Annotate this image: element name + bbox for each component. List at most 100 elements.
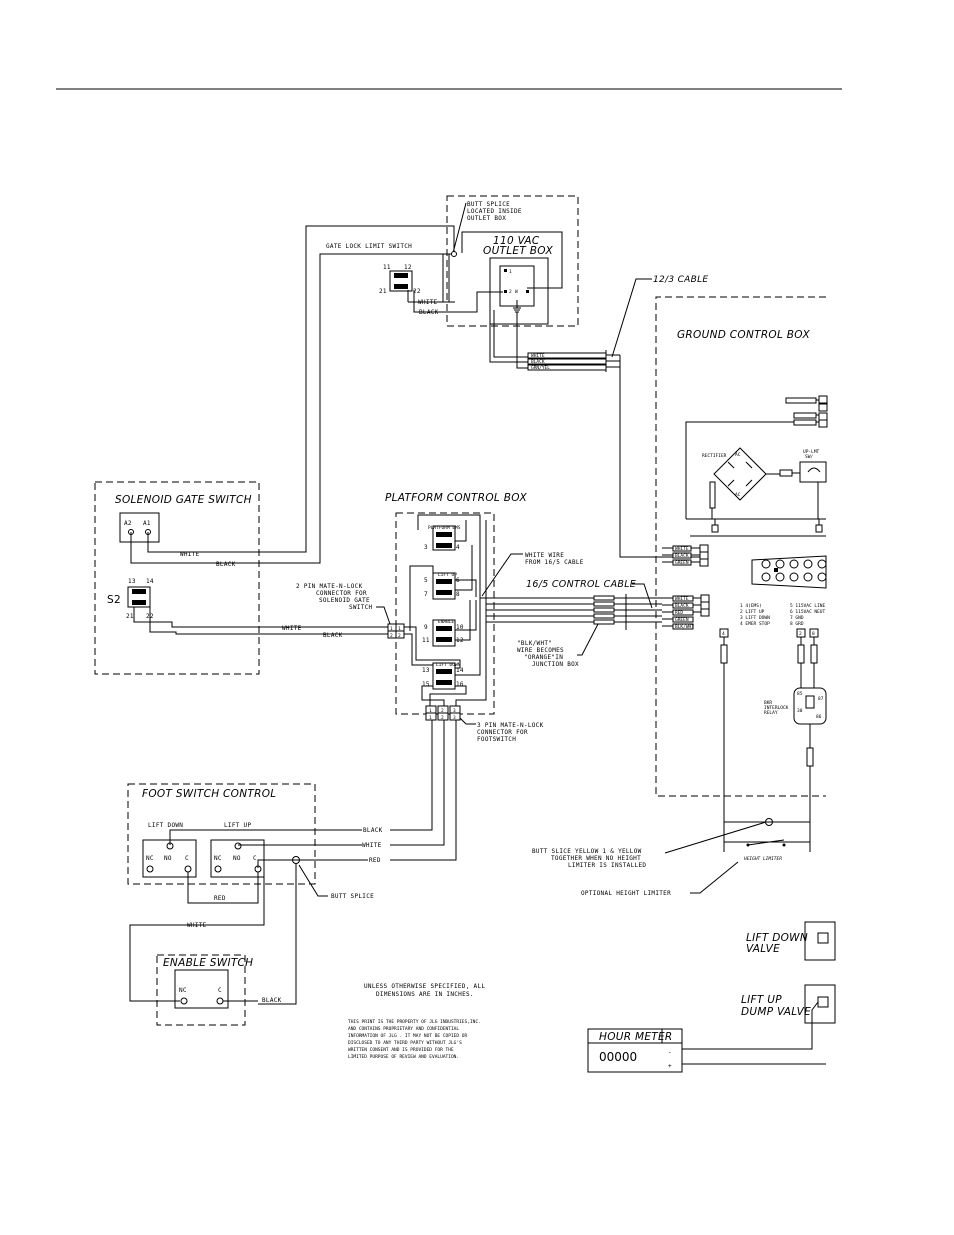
svg-text:21: 21 bbox=[379, 288, 387, 295]
ground-control-box: GROUND CONTROL BOX RECTIFIER AC AC UP-LM… bbox=[655, 296, 828, 822]
height-limiter: HEIGHT LIMITER bbox=[723, 818, 811, 862]
svg-text:GREEN: GREEN bbox=[675, 560, 689, 566]
svg-text:7 GND: 7 GND bbox=[790, 615, 804, 621]
svg-text:BLK/WHT: BLK/WHT bbox=[675, 624, 694, 630]
svg-text:WHITE: WHITE bbox=[675, 596, 689, 602]
hour-meter-title: HOUR METER bbox=[599, 1031, 673, 1043]
butt-slice-note: BUTT SLICE YELLOW 1 & YELLOW TOGETHER WH… bbox=[532, 821, 767, 869]
outlet-box: 110 VAC OUTLET BOX 1 2 W BUTT SPLICE LOC… bbox=[446, 195, 579, 327]
svg-text:WRITTEN CONSENT AND IS PROVIDE: WRITTEN CONSENT AND IS PROVIDED FOR THE bbox=[348, 1047, 454, 1053]
svg-text:DUMP VALVE: DUMP VALVE bbox=[741, 1006, 811, 1018]
svg-text:1: 1 bbox=[429, 715, 432, 721]
svg-text:CONNECTOR FOR: CONNECTOR FOR bbox=[477, 729, 528, 736]
svg-text:1 4(EMS): 1 4(EMS) bbox=[740, 603, 762, 609]
s2-black-label: BLACK bbox=[323, 632, 343, 639]
svg-text:5: 5 bbox=[424, 577, 428, 584]
mate-n-lock-2pin: 1 1 2 2 2 PIN MATE-N-LOCK CONNECTOR FOR … bbox=[296, 583, 405, 639]
svg-text:4: 4 bbox=[456, 544, 460, 551]
gate-lock-label: GATE LOCK LIMIT SWITCH bbox=[326, 243, 412, 250]
blk-wht-note: "BLK/WHT" WIRE BECOMES "ORANGE"IN JUNCTI… bbox=[517, 623, 599, 668]
svg-text:8: 8 bbox=[812, 631, 815, 637]
svg-text:C: C bbox=[253, 855, 257, 862]
svg-text:AC: AC bbox=[735, 452, 741, 458]
svg-text:8: 8 bbox=[456, 591, 460, 598]
svg-text:BUTT SPLICE: BUTT SPLICE bbox=[467, 201, 510, 208]
ground-control-title: GROUND CONTROL BOX bbox=[677, 329, 811, 341]
svg-text:CONNECTOR FOR: CONNECTOR FOR bbox=[316, 590, 367, 597]
gate-lock-limit-switch: 11 12 21 22 bbox=[379, 264, 421, 295]
svg-text:AND CONTAINS PROPRIETARY AND C: AND CONTAINS PROPRIETARY AND CONFIDENTIA… bbox=[348, 1026, 459, 1032]
svg-text:1: 1 bbox=[429, 708, 432, 714]
svg-text:-: - bbox=[668, 1049, 672, 1056]
dimensions-note: UNLESS OTHERWISE SPECIFIED, ALL DIMENSIO… bbox=[364, 983, 485, 998]
svg-text:C: C bbox=[218, 987, 222, 994]
svg-text:GREEN: GREEN bbox=[675, 617, 689, 623]
svg-text:SOLENOID GATE: SOLENOID GATE bbox=[319, 597, 370, 604]
svg-text:87: 87 bbox=[818, 696, 824, 702]
svg-text:AC: AC bbox=[735, 492, 741, 498]
svg-text:LIFT DOWN: LIFT DOWN bbox=[436, 662, 461, 668]
svg-text:UP-LMT: UP-LMT bbox=[803, 449, 820, 455]
solenoid-gate-title: SOLENOID GATE SWITCH bbox=[115, 494, 252, 506]
svg-text:SW/: SW/ bbox=[805, 454, 813, 460]
svg-text:BLACK: BLACK bbox=[675, 553, 689, 559]
svg-text:LOCATED INSIDE: LOCATED INSIDE bbox=[467, 208, 522, 215]
foot-switch-control: FOOT SWITCH CONTROL LIFT DOWN LIFT UP NC… bbox=[127, 783, 316, 885]
svg-text:2: 2 bbox=[390, 633, 393, 639]
twelve-three-cable-label: 12/3 CABLE bbox=[653, 275, 708, 285]
svg-text:21: 21 bbox=[126, 613, 134, 620]
svg-text:"BLK/WHT": "BLK/WHT" bbox=[517, 640, 552, 647]
svg-text:7: 7 bbox=[424, 591, 428, 598]
optional-height-limiter: OPTIONAL HEIGHT LIMITER bbox=[581, 861, 739, 897]
svg-text:TOGETHER WHEN NO HEIGHT: TOGETHER WHEN NO HEIGHT bbox=[551, 855, 641, 862]
svg-text:2 LIFT UP: 2 LIFT UP bbox=[740, 609, 765, 615]
terminal-legend: 1 4(EMS) 2 LIFT UP 3 LIFT DOWN 4 EMER ST… bbox=[740, 603, 826, 627]
white-wire-note: WHITE WIRE FROM 16/5 CABLE bbox=[481, 552, 583, 597]
svg-text:2: 2 bbox=[799, 631, 802, 637]
svg-text:2: 2 bbox=[509, 289, 512, 295]
enable-switch: ENABLE SWITCH NC C bbox=[156, 954, 253, 1026]
svg-text:2: 2 bbox=[398, 633, 401, 639]
svg-text:OUTLET BOX: OUTLET BOX bbox=[467, 215, 506, 222]
svg-text:85: 85 bbox=[797, 691, 803, 697]
svg-text:13: 13 bbox=[422, 667, 430, 674]
svg-text:3: 3 bbox=[453, 715, 456, 721]
foot-black-label: BLACK bbox=[363, 827, 383, 834]
svg-text:LIFT DOWN: LIFT DOWN bbox=[746, 932, 808, 944]
svg-text:NC: NC bbox=[146, 855, 154, 862]
property-note: THIS PRINT IS THE PROPERTY OF JLG INDUST… bbox=[348, 1019, 481, 1060]
svg-text:14: 14 bbox=[146, 578, 154, 585]
control-cable-label: 16/5 CONTROL CABLE bbox=[526, 579, 636, 590]
svg-text:3 PIN MATE-N-LOCK: 3 PIN MATE-N-LOCK bbox=[477, 722, 544, 729]
butt-splice-label: BUTT SPLICE bbox=[331, 893, 374, 900]
svg-text:11: 11 bbox=[422, 637, 430, 644]
svg-text:3 LIFT DOWN: 3 LIFT DOWN bbox=[740, 615, 770, 621]
svg-text:WHITE: WHITE bbox=[531, 353, 545, 359]
svg-text:4: 4 bbox=[722, 631, 725, 637]
svg-text:BLACK: BLACK bbox=[531, 359, 545, 365]
svg-text:SWITCH: SWITCH bbox=[349, 604, 373, 611]
svg-text:INTERLOCK: INTERLOCK bbox=[764, 705, 789, 711]
svg-text:6 115VAC NEUT: 6 115VAC NEUT bbox=[790, 609, 826, 615]
svg-text:2: 2 bbox=[441, 708, 444, 714]
svg-text:NO: NO bbox=[164, 855, 172, 862]
svg-text:15: 15 bbox=[422, 681, 430, 688]
solenoid-gate-switch: SOLENOID GATE SWITCH A2 A1 13 14 S2 21 2… bbox=[94, 481, 260, 675]
svg-text:3: 3 bbox=[424, 544, 428, 551]
butt-splice-note: BUTT SPLICE LOCATED INSIDE OUTLET BOX bbox=[452, 201, 522, 254]
svg-text:BLACK: BLACK bbox=[675, 603, 689, 609]
svg-text:NC: NC bbox=[179, 987, 187, 994]
svg-text:INFORMATION OF JLG . IT MAY NO: INFORMATION OF JLG . IT MAY NOT BE COPIE… bbox=[348, 1033, 467, 1039]
foot-white-label: WHITE bbox=[362, 842, 382, 849]
svg-text:+: + bbox=[668, 1063, 672, 1070]
svg-text:RELAY: RELAY bbox=[764, 710, 778, 716]
svg-text:A2: A2 bbox=[124, 520, 132, 527]
svg-text:FOOTSWITCH: FOOTSWITCH bbox=[477, 736, 516, 743]
svg-text:9: 9 bbox=[424, 624, 428, 631]
twelve-three-cable: WHITE BLACK GRN/YEL 12/3 CABLE bbox=[489, 275, 708, 558]
svg-text:5 115VAC LINE: 5 115VAC LINE bbox=[790, 603, 826, 609]
svg-text:LIFT UP: LIFT UP bbox=[741, 994, 782, 1006]
svg-text:UNLESS OTHERWISE SPECIFIED, AL: UNLESS OTHERWISE SPECIFIED, ALL bbox=[364, 983, 485, 990]
svg-text:RED: RED bbox=[675, 610, 683, 616]
